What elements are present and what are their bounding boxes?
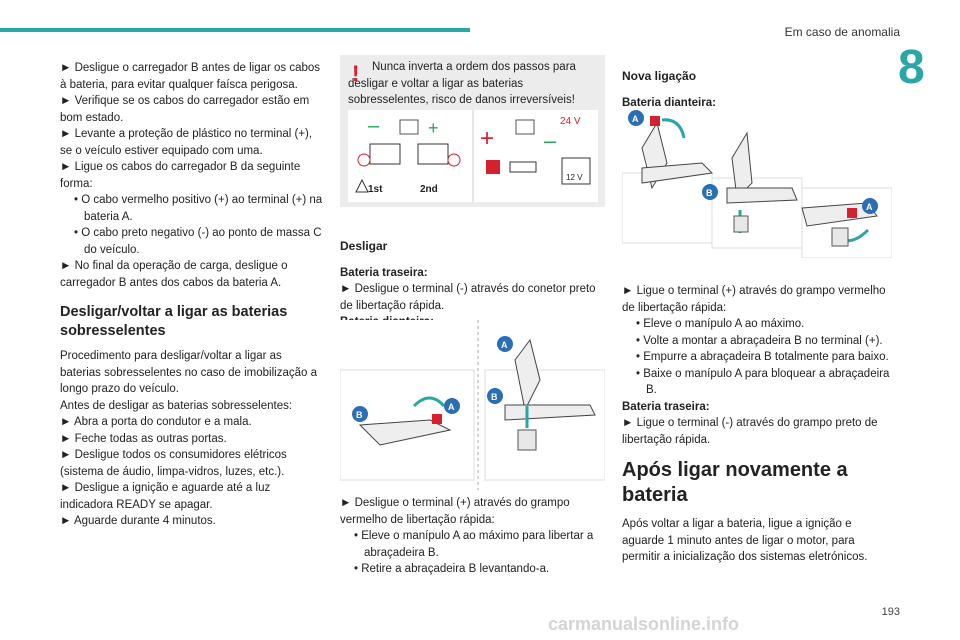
paragraph: ► Ligue os cabos do carregador B da segu… bbox=[60, 161, 301, 190]
battery-order-diagram: – + 1st 2nd + – 24 V 12 V bbox=[355, 110, 598, 202]
warning-icon: ! bbox=[352, 61, 360, 86]
label-a: A bbox=[501, 340, 508, 350]
second-label: 2nd bbox=[420, 184, 438, 195]
section-title: Em caso de anomalia bbox=[784, 25, 900, 39]
svg-text:+: + bbox=[480, 125, 494, 152]
battery-voltage: 12 V bbox=[566, 173, 583, 182]
clamp-reconnect-diagram: A B A bbox=[621, 110, 893, 259]
paragraph: ► Verifique se os cabos do carregador es… bbox=[60, 95, 310, 124]
svg-text:–: – bbox=[368, 115, 380, 137]
paragraph: ► Aguarde durante 4 minutos. bbox=[60, 515, 216, 527]
svg-text:+: + bbox=[428, 118, 439, 138]
paragraph: ► Feche todas as outras portas. bbox=[60, 432, 227, 445]
warning-illustration: – + 1st 2nd + – 24 V 12 V bbox=[348, 110, 598, 202]
paragraph: ► Abra a porta do condutor e a mala. bbox=[60, 416, 252, 428]
disconnect-figure: B A A B bbox=[339, 320, 606, 490]
header-accent-bar bbox=[0, 28, 470, 32]
warning-message: Nunca inverta a ordem dos passos para de… bbox=[348, 61, 576, 106]
warning-text: Nunca inverta a ordem dos passos para de… bbox=[348, 59, 598, 109]
label-b: B bbox=[356, 410, 363, 420]
sub-item: • Eleve o manípulo A ao máximo. bbox=[636, 318, 805, 330]
subsection-heading: Desligar bbox=[340, 239, 388, 253]
column-1: ► Desligue o carregador B antes de ligar… bbox=[60, 60, 325, 530]
paragraph: ► Desligue a ignição e aguarde até a luz… bbox=[60, 482, 271, 511]
section-heading: Desligar/voltar a ligar as baterias sobr… bbox=[60, 304, 288, 339]
subheading: Bateria traseira: bbox=[340, 266, 428, 279]
first-label: 1st bbox=[368, 184, 383, 195]
section-heading: Após ligar novamente a bateria bbox=[622, 459, 848, 506]
sub-item: • Baixe o manípulo A para bloquear a abr… bbox=[636, 367, 890, 397]
paragraph: Após voltar a ligar a bateria, ligue a i… bbox=[622, 518, 868, 563]
label-a: A bbox=[632, 114, 639, 124]
paragraph: ► No final da operação de carga, desligu… bbox=[60, 260, 288, 289]
label-b: B bbox=[491, 392, 498, 402]
sub-item: • Volte a montar a abraçadeira B no term… bbox=[636, 334, 883, 347]
paragraph: ► Desligue o carregador B antes de ligar… bbox=[60, 62, 321, 91]
svg-text:–: – bbox=[544, 128, 557, 153]
paragraph: ► Desligue todos os consumidores elétric… bbox=[60, 449, 287, 478]
paragraph: ► Desligue o terminal (+) através do gra… bbox=[340, 497, 570, 526]
sub-item: • O cabo preto negativo (-) ao ponto de … bbox=[74, 227, 322, 256]
reconnect-figure: A B A bbox=[621, 108, 893, 259]
label-a: A bbox=[448, 402, 455, 412]
subsection-heading: Nova ligação bbox=[622, 69, 697, 83]
paragraph: ► Levante a proteção de plástico no term… bbox=[60, 128, 313, 157]
paragraph: ► Ligue o terminal (-) através do grampo… bbox=[622, 417, 878, 446]
paragraph: ► Ligue o terminal (+) através do grampo… bbox=[622, 285, 886, 314]
warning-box: ! Nunca inverta a ordem dos passos para … bbox=[340, 55, 605, 207]
paragraph: ► Desligue o terminal (-) através do con… bbox=[340, 283, 596, 312]
column-2-lower: ► Desligue o terminal (+) através do gra… bbox=[340, 495, 605, 578]
chapter-number: 8 bbox=[898, 41, 925, 94]
label-b: B bbox=[706, 188, 713, 198]
subheading: Bateria dianteira: bbox=[622, 96, 716, 109]
column-3: Nova ligação Bateria dianteira: bbox=[622, 58, 892, 111]
sub-item: • Eleve o manípulo A ao máximo para libe… bbox=[354, 530, 594, 559]
page-number: 193 bbox=[881, 606, 900, 618]
sub-item: • Empurre a abraçadeira B totalmente par… bbox=[636, 351, 889, 363]
paragraph: Procedimento para desligar/voltar a liga… bbox=[60, 350, 317, 395]
column-3-lower: ► Ligue o terminal (+) através do grampo… bbox=[622, 283, 892, 566]
column-2: Desligar Bateria traseira: ► Desligue o … bbox=[340, 228, 605, 331]
sub-item: • Retire a abraçadeira B levantando-a. bbox=[354, 563, 550, 575]
label-a: A bbox=[866, 202, 873, 212]
sub-item: • O cabo vermelho positivo (+) ao termin… bbox=[74, 194, 323, 223]
clamp-disconnect-diagram: B A A B bbox=[339, 320, 606, 490]
watermark: carmanualsonline.info bbox=[548, 614, 740, 634]
subheading: Bateria traseira: bbox=[622, 400, 710, 413]
voltage-label: 24 V bbox=[560, 116, 581, 127]
paragraph: Antes de desligar as baterias sobressele… bbox=[60, 399, 293, 412]
